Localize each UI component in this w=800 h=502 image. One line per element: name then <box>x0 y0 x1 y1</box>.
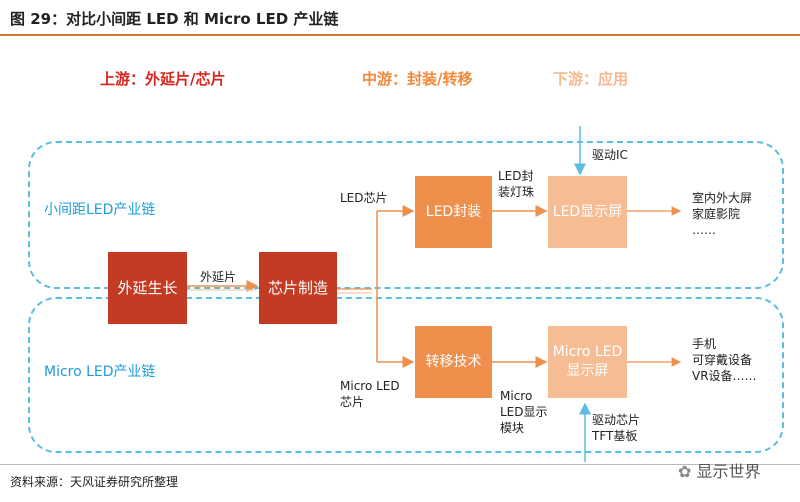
small-pitch-chain-region <box>28 141 784 289</box>
chip-manufacturing-box: 芯片制造 <box>259 252 337 324</box>
stage-midstream: 中游：封装/转移 <box>362 70 473 88</box>
module-label-line1: Micro <box>500 389 533 403</box>
module-label-line3: 模块 <box>500 421 525 435</box>
lamp-bead-label-line1: LED封 <box>498 169 534 183</box>
app-micro-2: 可穿戴设备 <box>692 353 753 367</box>
epitaxy-growth-box: 外延生长 <box>108 252 187 324</box>
micro-chip-label-line2: 芯片 <box>340 395 365 409</box>
figure-title: 图 29：对比小间距 LED 和 Micro LED 产业链 <box>10 10 339 28</box>
transfer-technology-box: 转移技术 <box>415 326 492 398</box>
lamp-bead-label-line2: 装灯珠 <box>498 185 535 199</box>
wafer-label: 外延片 <box>200 270 237 284</box>
footer-divider <box>0 464 800 465</box>
app-micro-1: 手机 <box>692 337 717 351</box>
title-divider <box>0 34 800 36</box>
micro-chip-label-line1: Micro LED <box>340 379 400 393</box>
watermark-text: 显示世界 <box>696 462 761 481</box>
led-display-box: LED显示屏 <box>548 176 627 248</box>
stage-upstream: 上游：外延片/芯片 <box>100 70 226 88</box>
wechat-icon: ✿ <box>678 462 692 481</box>
app-small-pitch-3: …… <box>692 223 716 237</box>
driver-chip-label-line1: 驱动芯片 <box>592 413 641 427</box>
micro-led-chain-region <box>28 297 784 453</box>
led-package-box: LED封装 <box>415 176 492 248</box>
module-label-line2: LED显示 <box>500 405 548 419</box>
led-chip-label: LED芯片 <box>340 191 388 205</box>
small-pitch-chain-label: 小间距LED产业链 <box>44 202 156 218</box>
driver-chip-label-line2: TFT基板 <box>592 429 638 443</box>
driver-ic-label: 驱动IC <box>592 148 628 162</box>
source-note: 资料来源：天风证券研究所整理 <box>10 475 179 489</box>
watermark: ✿ 显示世界 <box>678 458 761 482</box>
app-micro-3: VR设备…… <box>692 369 757 383</box>
micro-led-chain-label: Micro LED产业链 <box>44 364 156 380</box>
app-small-pitch-1: 室内外大屏 <box>692 191 753 205</box>
stage-downstream: 下游：应用 <box>553 70 629 88</box>
micro-led-display-box: Micro LED 显示屏 <box>548 326 627 398</box>
app-small-pitch-2: 家庭影院 <box>692 207 741 221</box>
